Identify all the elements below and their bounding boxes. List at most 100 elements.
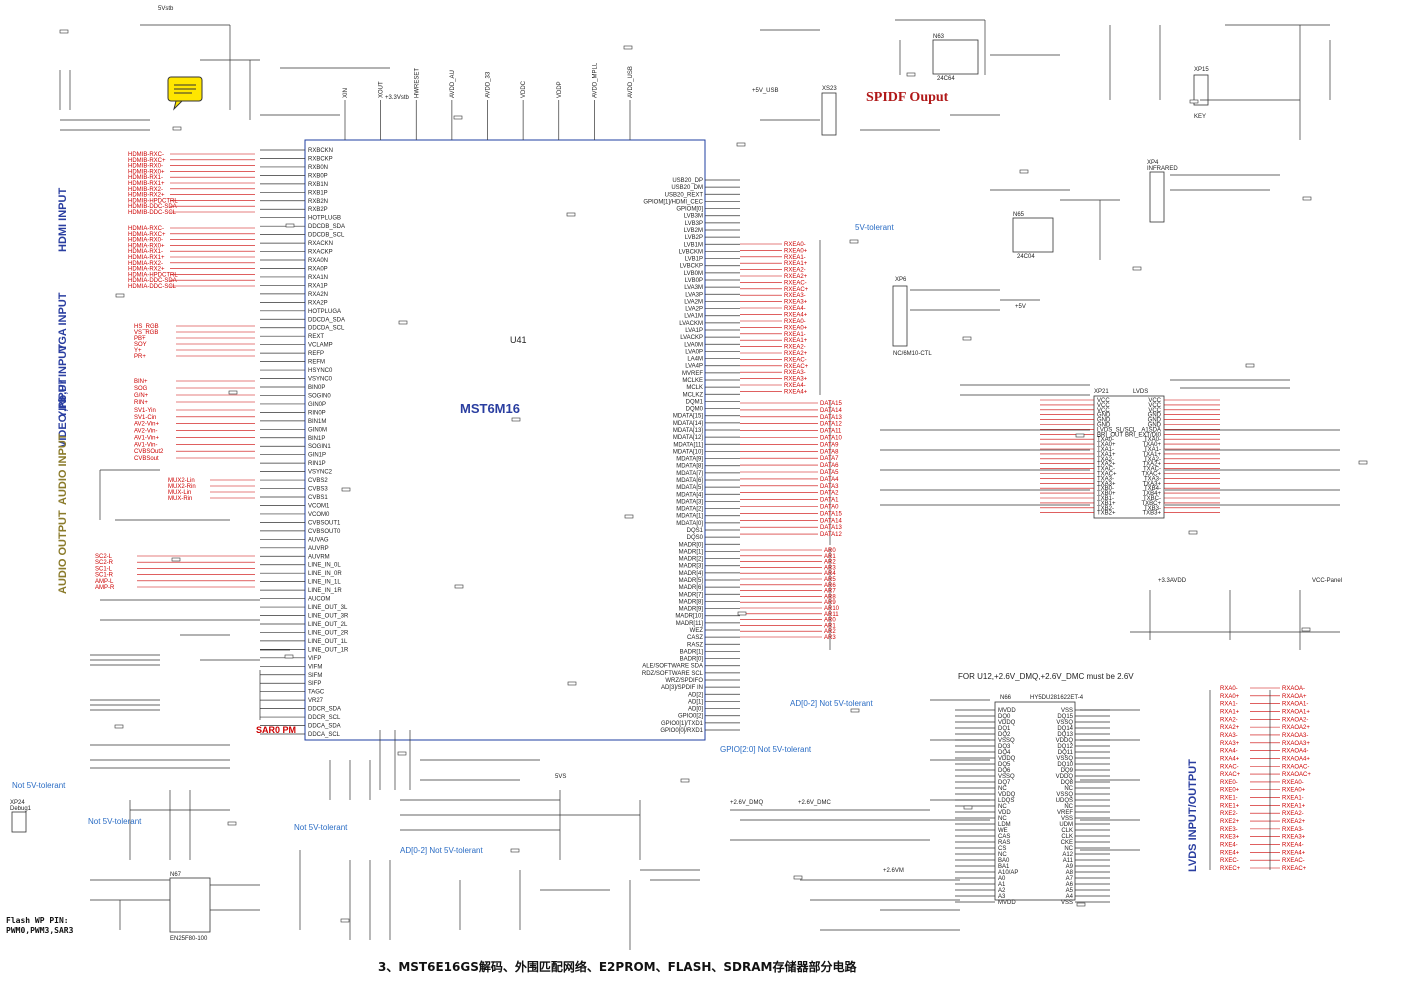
xp21-pin: VCC <box>1097 398 1110 404</box>
power-labels: 5Vstb+3.3Vstb+2.6V_DMQ+2.6V_DMC+2.6VM+3.… <box>158 6 1342 874</box>
lvds-out-net: RXE3- <box>1220 827 1238 833</box>
data-bus-label: DATA4 <box>820 477 839 483</box>
chip-pin-right: LVACKM <box>679 321 703 327</box>
chip-pin-right: MDATA[6] <box>676 478 703 484</box>
component-symbol <box>228 390 238 395</box>
component-symbol <box>1245 363 1255 368</box>
chip-pin-right: DQS0 <box>687 535 704 541</box>
chip-pin-left: GIN1P <box>308 453 326 459</box>
net-label: AV2-Vin+ <box>134 422 159 428</box>
ddr-pin-right: A9 <box>1066 864 1074 870</box>
lvds-tag-net: RXAOA3+ <box>1282 741 1310 747</box>
lvds-tag-net: RXEA4- <box>1282 843 1304 849</box>
chip-pin-left: TAGC <box>308 690 325 696</box>
net-label: MUX-Lin <box>168 490 191 496</box>
lvds-bus-label: RXEA3- <box>784 293 806 299</box>
chip-pin-left: LINE_OUT_1R <box>308 647 349 653</box>
eeprom-n65[interactable] <box>1012 217 1054 253</box>
n65-part: 24C04 <box>1017 254 1035 260</box>
ddr-pin-right: DQ14 <box>1057 726 1073 732</box>
addr-bus-label: AR0 <box>824 548 836 554</box>
xp21-pin: TXA1+ <box>1097 452 1116 458</box>
data-bus-label: DATA14 <box>820 408 842 414</box>
key-connector-xp15[interactable] <box>1193 74 1209 106</box>
usb-connector-xs23[interactable] <box>821 92 837 136</box>
ir-connector-xp4[interactable] <box>1149 171 1165 223</box>
xp21-pin: TXB2- <box>1097 506 1114 512</box>
chip-pin-left: VR27 <box>308 698 324 704</box>
xp24-ref: XP24 <box>10 800 25 806</box>
lvds-out-net: RXAC+ <box>1220 772 1241 778</box>
ddr-pin-left: VSSQ <box>998 774 1015 780</box>
addr-bus-label: AR3 <box>824 565 836 571</box>
chip-pin-right: LVA0P <box>685 349 703 355</box>
chip-pin-right: USB20_DM <box>671 185 703 191</box>
chip-pin-left: SOGIN1 <box>308 444 331 450</box>
component-symbol <box>453 115 463 120</box>
net-label: G/N+ <box>134 393 149 399</box>
net-label: SV1-Yin <box>134 408 156 414</box>
xp21-ref: XP21 <box>1094 389 1109 395</box>
component-symbol <box>737 611 747 616</box>
video-net-labels: SV1-YinSV1-CinAV2-Vin+AV2-Vin-AV1-Vin+AV… <box>134 408 255 462</box>
lvds-connector-xp21[interactable] <box>1093 395 1165 519</box>
chip-pin-right: MDATA[9] <box>676 457 703 463</box>
chip-pin-left: LINE_OUT_1L <box>308 639 348 645</box>
data-bus-label: DATA8 <box>820 449 839 455</box>
chip-pin-left: LINE_OUT_3L <box>308 605 348 611</box>
chip-pin-right: LVB1P <box>685 257 703 263</box>
main-chip-u41[interactable] <box>304 139 706 741</box>
lvds-tag-net: RXEA1- <box>1282 796 1304 802</box>
xp21-pin: TXA2- <box>1097 457 1114 463</box>
chip-pin-right: DQM0 <box>686 407 704 413</box>
data-bus-label: DATA13 <box>820 525 842 531</box>
right-bus-labels: RXEA0-RXEA0+RXEA1-RXEA1+RXEA2-RXEA2+RXEA… <box>740 242 842 641</box>
debug-connector-xp24[interactable] <box>11 811 27 833</box>
flash-n67[interactable] <box>169 877 211 933</box>
xp4-part: INFRARED <box>1147 166 1178 172</box>
ddr-pin-left: RAS <box>998 840 1010 846</box>
note-not-5v-2: Not 5V-tolerant <box>88 817 142 826</box>
sdram-n66[interactable] <box>994 701 1076 901</box>
chip-pin-right: AD[3]/SPDIF IN <box>661 685 703 691</box>
eeprom-n63[interactable] <box>932 39 979 75</box>
addr-bus-label: AR5 <box>824 577 836 583</box>
connector-xp6[interactable] <box>892 285 908 347</box>
chip-pin-left: DDCA_SDA <box>308 724 341 730</box>
chip-right-pins: USB20_DPUSB20_DMUSB20_REXTGPIOM[1]/HDMI_… <box>642 178 740 734</box>
chip-pin-right: MDATA[3] <box>676 499 703 505</box>
net-label: HDMIB-RXC+ <box>128 158 166 164</box>
chip-left-pins: RXBCKNRXBCKPRXB0NRXB0PRXB1NRXB1PRXB2NRXB… <box>260 148 349 738</box>
xp21-pin: TXA3- <box>1097 476 1114 482</box>
chip-pin-right: MCLKE <box>682 378 703 384</box>
ddr-pin-left: DQ2 <box>998 732 1011 738</box>
component-symbol <box>567 681 577 686</box>
chip-pin-right: LVA0M <box>684 342 703 348</box>
component-symbol <box>1075 433 1085 438</box>
chip-pin-left: HOTPLUGB <box>308 216 341 222</box>
xp21-pin: TXB1- <box>1097 496 1114 502</box>
chip-pin-left: VSYNC0 <box>308 377 333 383</box>
chip-pin-right: LVA3M <box>684 285 703 291</box>
lvds-out-net: RXA1+ <box>1220 709 1240 715</box>
ddr-pin-left: A2 <box>998 888 1006 894</box>
power-label: 5Vstb <box>158 6 174 12</box>
net-label: SOG <box>134 386 148 392</box>
ddr-pin-right: NC <box>1064 804 1073 810</box>
net-label: HDMIB-RX2+ <box>128 193 165 199</box>
chip-pin-right: LVB2P <box>685 235 703 241</box>
xs23-ref: XS23 <box>822 86 837 92</box>
lvds-tag-net: RXEA4+ <box>1282 850 1306 856</box>
main-chip-name: MST6M16 <box>460 401 520 416</box>
data-bus-label: DATA6 <box>820 463 839 469</box>
lvds-out-net: RXA2- <box>1220 717 1238 723</box>
xp21-pin: TXA2+ <box>1142 462 1161 468</box>
page-caption: 3、MST6E16GS解码、外围匹配网络、E2PROM、FLASH、SDRAM存… <box>378 959 857 974</box>
comment-bubble-icon[interactable] <box>167 76 203 111</box>
chip-pin-left: RXBCKP <box>308 156 333 162</box>
chip-pin-top: AVDD_33 <box>486 71 492 98</box>
chip-pin-right: DQS1 <box>687 528 704 534</box>
chip-pin-left: SIFM <box>308 673 322 679</box>
xp21-pin: TXB3- <box>1144 506 1161 512</box>
chip-pin-left: RXA1N <box>308 275 328 281</box>
